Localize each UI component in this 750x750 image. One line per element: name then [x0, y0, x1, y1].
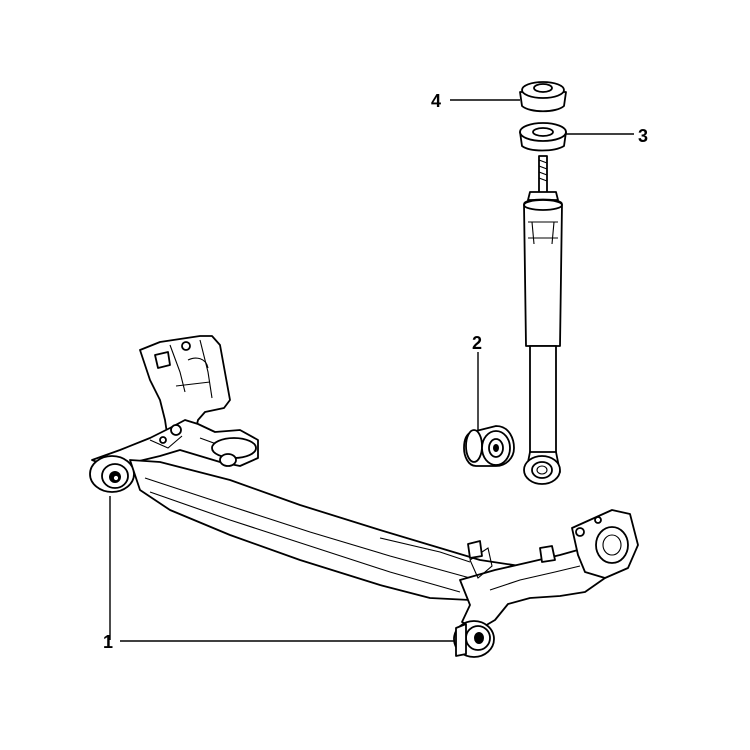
callout-leaders [109, 99, 634, 642]
callout-labels: 1 2 3 4 [103, 91, 648, 652]
shock-absorber [523, 155, 563, 485]
bushing [463, 425, 515, 467]
callout-label-2: 2 [472, 333, 482, 353]
leader-line-1 [109, 496, 455, 642]
callout-label-4: 4 [431, 91, 441, 111]
callout-label-1: 1 [103, 632, 113, 652]
rear-axle-beam [89, 335, 639, 658]
upper-rubber-mount [519, 81, 567, 113]
callout-label-3: 3 [638, 126, 648, 146]
lower-rubber-mount [519, 122, 567, 152]
